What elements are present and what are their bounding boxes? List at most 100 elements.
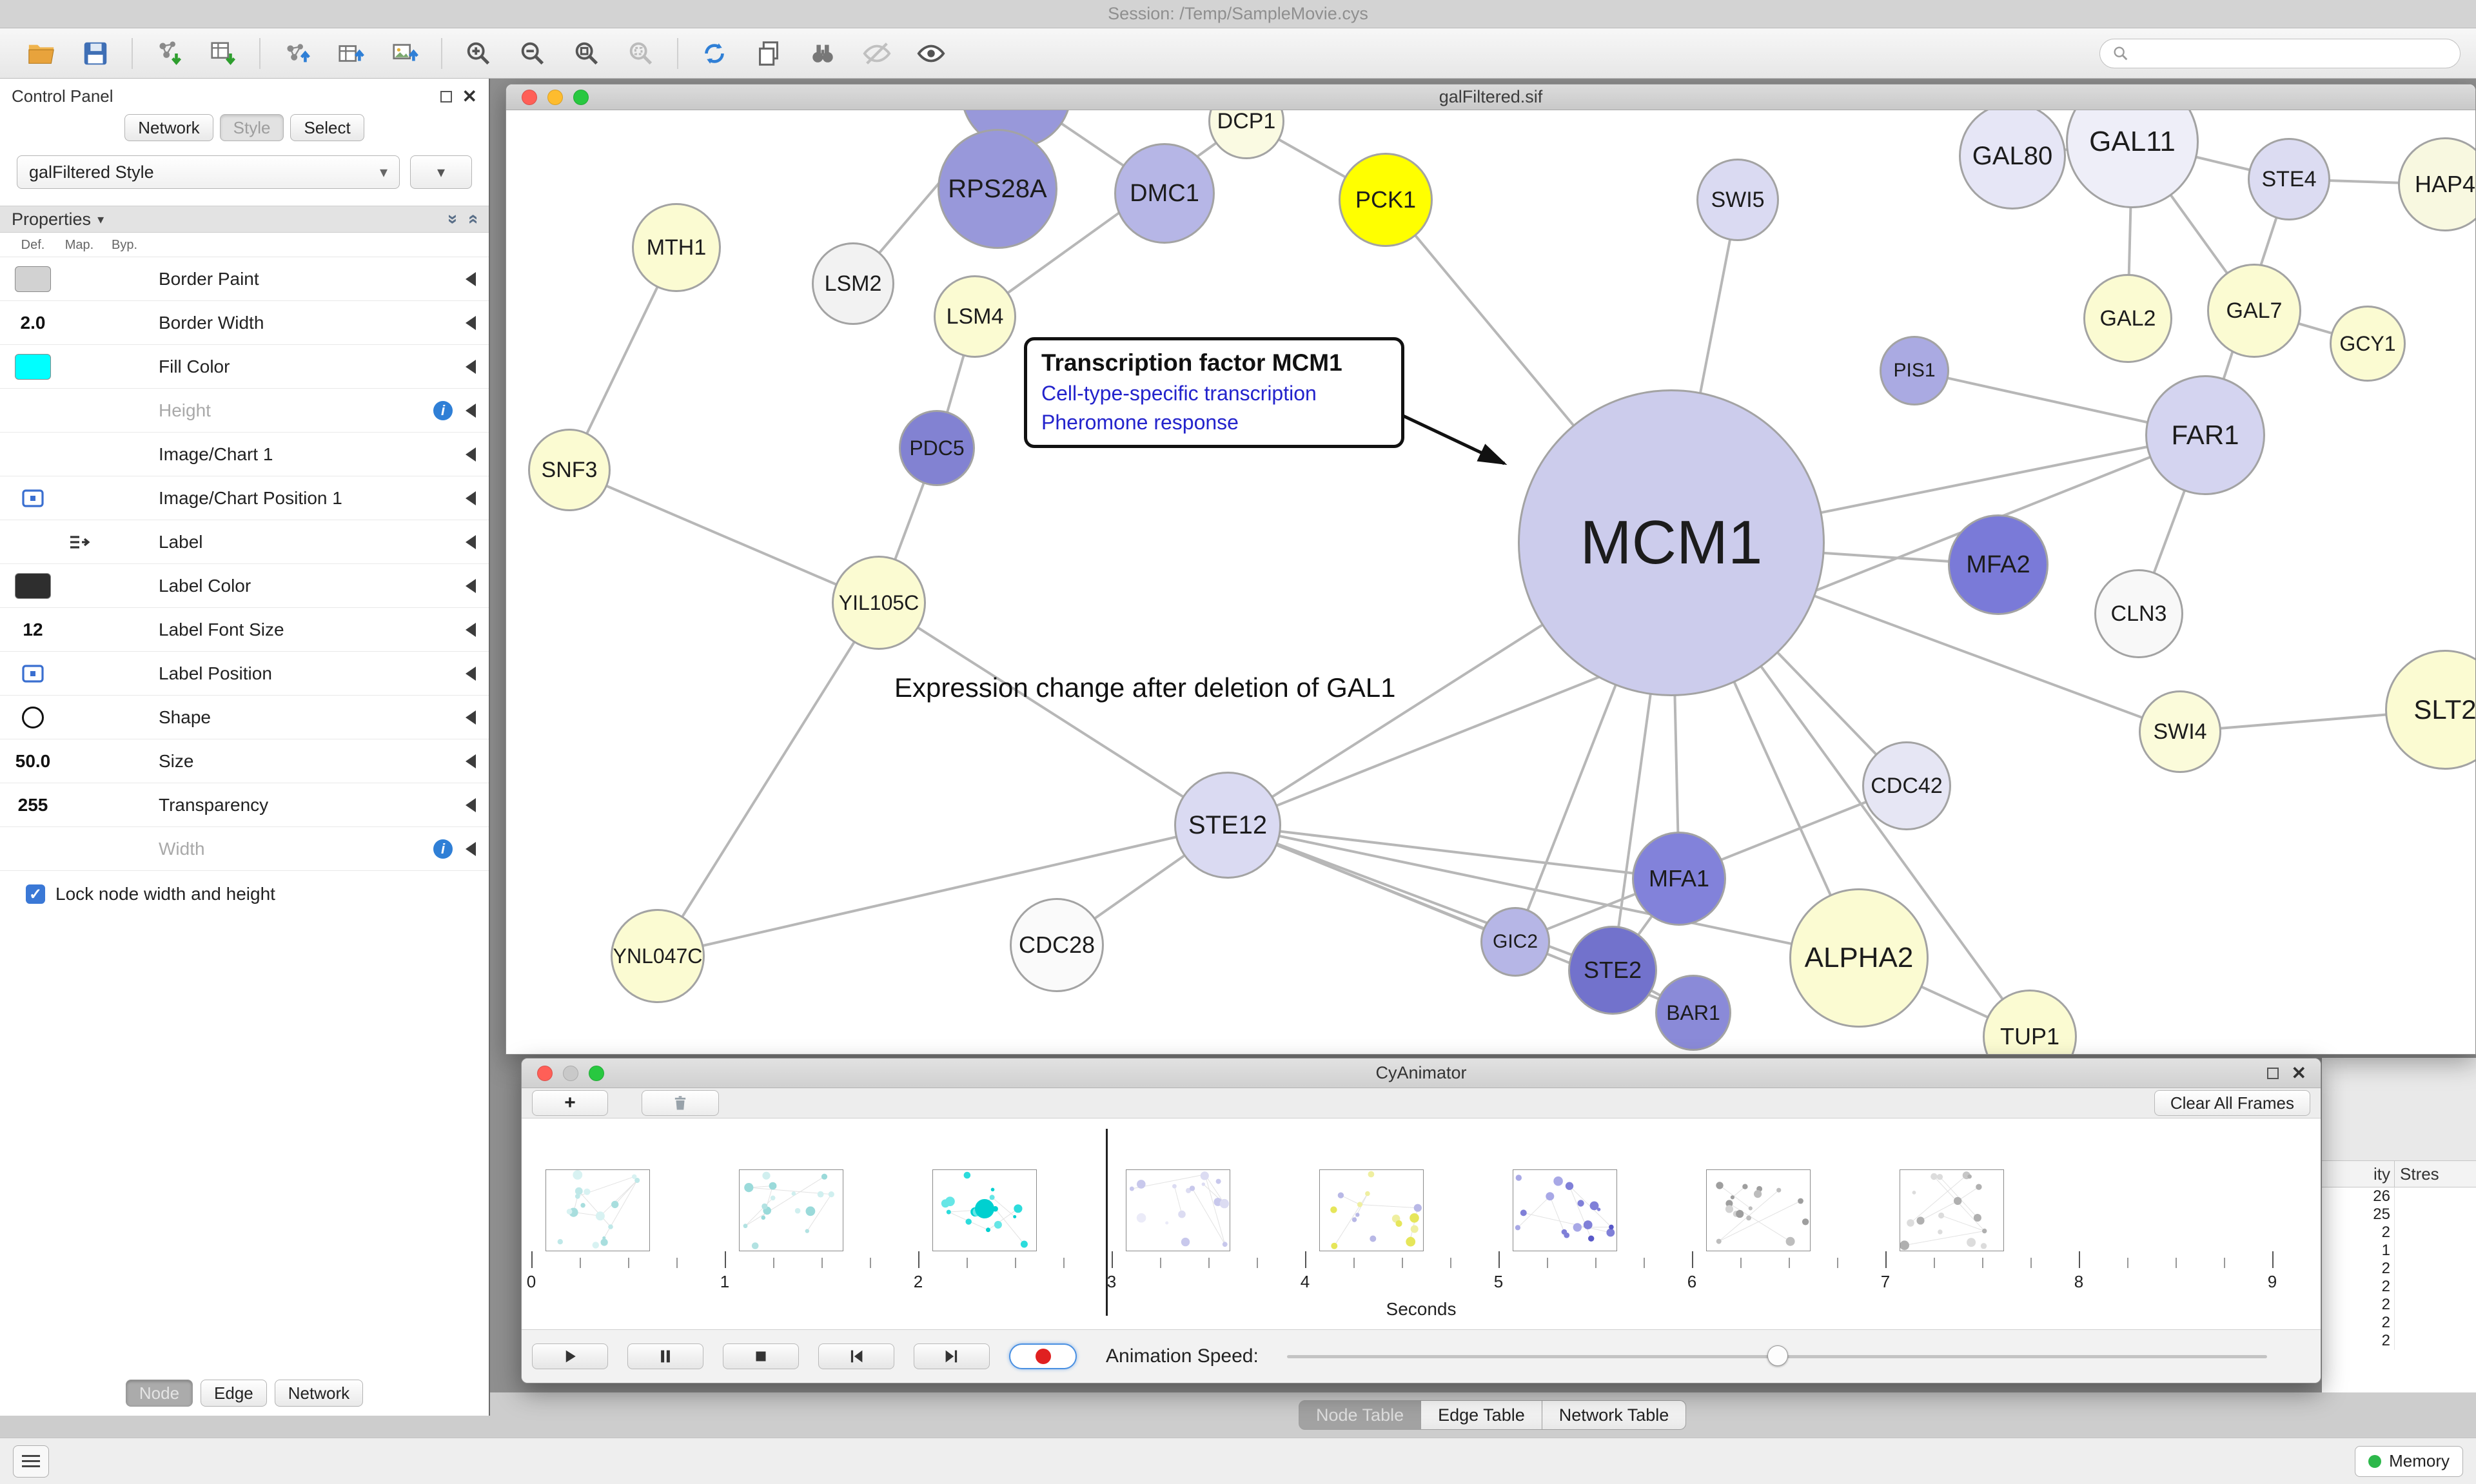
stats-row[interactable]: 2 [2322,1278,2476,1296]
network-node-slt2[interactable]: SLT2 [2385,650,2475,770]
network-node-ste2[interactable]: STE2 [1568,926,1657,1015]
network-edge[interactable] [656,601,880,957]
tab-style[interactable]: Style [219,114,284,141]
tab-network[interactable]: Network [124,114,213,141]
animation-speed-slider[interactable] [1286,1343,2267,1369]
stop-button[interactable] [723,1343,799,1369]
network-node-swi4[interactable]: SWI4 [2139,690,2221,773]
network-edge[interactable] [1227,824,1680,880]
record-button[interactable] [1009,1343,1077,1369]
export-image-button[interactable] [379,33,431,74]
expand-all-icon[interactable]: » [462,214,482,224]
panel-menu-button[interactable] [13,1445,49,1478]
network-node-yil105c[interactable]: YIL105C [832,556,926,650]
network-node-far1[interactable]: FAR1 [2145,375,2265,495]
network-node-mfa1[interactable]: MFA1 [1632,832,1726,926]
network-node-gcy1[interactable]: GCY1 [2330,306,2406,382]
expand-row-icon[interactable] [466,666,476,681]
network-node-ynl047c[interactable]: YNL047C [611,909,705,1003]
add-frame-button[interactable]: + [532,1090,608,1116]
stats-row[interactable]: 1 [2322,1242,2476,1260]
default-value-cell[interactable] [9,572,57,599]
style-target-tab-edge[interactable]: Edge [201,1380,267,1407]
close-window-icon[interactable] [537,1065,553,1081]
expand-row-icon[interactable] [466,315,476,330]
property-row[interactable]: Image/Chart Position 1 [0,476,489,520]
expand-row-icon[interactable] [466,271,476,286]
stats-row[interactable]: 2 [2322,1296,2476,1314]
minimize-window-icon[interactable] [563,1065,578,1081]
network-node-hap4[interactable]: HAP4 [2398,137,2475,231]
property-row[interactable]: Image/Chart 1 [0,433,489,476]
table-tab-node-table[interactable]: Node Table [1299,1400,1422,1430]
expand-row-icon[interactable] [466,578,476,593]
expand-row-icon[interactable] [466,754,476,768]
style-target-tab-node[interactable]: Node [125,1380,193,1407]
network-node-mth1[interactable]: MTH1 [632,203,721,292]
frame-thumbnail-6[interactable] [1706,1169,1811,1251]
import-network-button[interactable] [143,33,195,74]
chevron-down-icon[interactable]: ▾ [97,212,104,227]
play-button[interactable] [532,1343,608,1369]
frame-thumbnail-3[interactable] [1126,1169,1230,1251]
skip-to-end-button[interactable] [914,1343,990,1369]
zoom-window-icon[interactable] [589,1065,604,1081]
float-panel-icon[interactable] [2266,1067,2279,1079]
network-node-dmc1[interactable]: DMC1 [1114,143,1215,244]
default-value-cell[interactable]: 50.0 [15,750,51,771]
frame-thumbnail-5[interactable] [1513,1169,1617,1251]
network-node-pis1[interactable]: PIS1 [1880,336,1949,405]
default-value-cell[interactable] [9,664,57,683]
tab-select[interactable]: Select [290,114,364,141]
network-node-pdc5[interactable]: PDC5 [899,410,975,486]
network-node-mfa2[interactable]: MFA2 [1948,514,2049,615]
default-value-cell[interactable] [9,706,57,728]
export-network-button[interactable] [271,33,322,74]
stats-column-header[interactable]: ity [2322,1161,2395,1187]
table-tab-edge-table[interactable]: Edge Table [1421,1400,1542,1430]
annotation-box[interactable]: Transcription factor MCM1 Cell-type-spec… [1024,337,1404,448]
zoom-fit-button[interactable] [561,33,613,74]
network-window-titlebar[interactable]: galFiltered.sif [506,84,2475,110]
close-window-icon[interactable] [522,89,537,105]
open-session-button[interactable] [15,33,67,74]
network-node-snf3[interactable]: SNF3 [528,429,611,511]
search-field[interactable] [2099,38,2461,68]
expand-row-icon[interactable] [466,797,476,812]
close-panel-icon[interactable]: ✕ [462,86,477,106]
network-edge[interactable] [569,469,879,604]
network-node-alpha2[interactable]: ALPHA2 [1789,888,1929,1028]
color-swatch[interactable] [15,572,51,599]
network-edge[interactable] [1227,824,1860,959]
clear-all-frames-button[interactable]: Clear All Frames [2154,1090,2310,1116]
property-row[interactable]: Fill Color [0,345,489,389]
expand-row-icon[interactable] [466,710,476,725]
network-node-cdc28[interactable]: CDC28 [1010,898,1104,992]
info-icon[interactable]: i [433,400,453,420]
property-row[interactable]: Shape [0,696,489,739]
collapse-all-icon[interactable]: » [443,214,464,224]
expand-row-icon[interactable] [466,359,476,374]
network-node-swi5[interactable]: SWI5 [1696,159,1779,241]
network-edge[interactable] [878,601,1229,826]
delete-frame-button[interactable] [642,1090,719,1116]
stats-row[interactable]: 25 [2322,1206,2476,1224]
lock-size-checkbox[interactable]: ✓ [26,884,45,904]
zoom-out-button[interactable] [507,33,558,74]
expand-row-icon[interactable] [466,534,476,549]
hide-selected-button[interactable] [851,33,903,74]
network-node-gic2[interactable]: GIC2 [1480,907,1550,977]
cyanimator-titlebar[interactable]: CyAnimator ✕ [522,1059,2321,1088]
default-value-cell[interactable]: 12 [23,619,43,639]
refresh-layout-button[interactable] [689,33,740,74]
first-neighbors-button[interactable] [797,33,849,74]
expand-row-icon[interactable] [466,491,476,505]
expand-row-icon[interactable] [466,841,476,856]
network-node-gal80[interactable]: GAL80 [1959,110,2066,210]
stats-row[interactable]: 2 [2322,1224,2476,1242]
memory-button[interactable]: Memory [2355,1445,2463,1477]
property-row[interactable]: Label Position [0,652,489,696]
style-options-button[interactable]: ▾ [410,155,472,189]
